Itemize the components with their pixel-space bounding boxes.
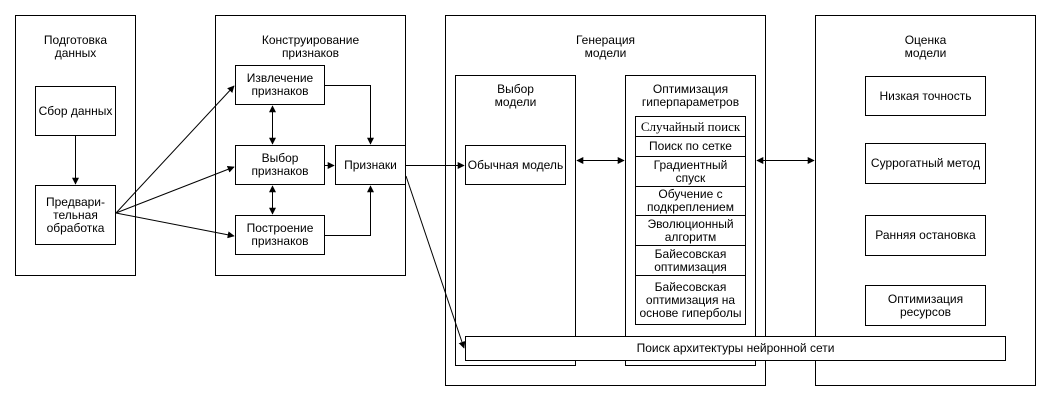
feature-construction-node: Построение признаков	[235, 215, 325, 255]
features-node: Признаки	[335, 145, 406, 185]
hpo-method-reinforcement-learning: Обучение с подкреплением	[635, 186, 746, 216]
eval-surrogate-method-node: Суррогатный метод	[865, 143, 986, 184]
feature-engineering-title: Конструирование признаков	[261, 33, 360, 60]
eval-early-stopping-node: Ранняя остановка	[865, 215, 986, 256]
hpo-method-grid-search: Поиск по сетке	[635, 136, 746, 157]
hpo-title: Оптимизация гиперпараметров	[641, 82, 740, 109]
nas-bar: Поиск архитектуры нейронной сети	[465, 336, 1006, 361]
eval-low-fidelity-node: Низкая точность	[865, 76, 986, 116]
group-model-evaluation	[815, 15, 1036, 386]
feature-extraction-node: Извлечение признаков	[235, 65, 325, 105]
model-evaluation-title: Оценка модели	[904, 33, 947, 60]
data-preparation-title: Подготовка данных	[43, 33, 108, 60]
feature-selection-node: Выбор признаков	[235, 145, 325, 185]
model-selection-title: Выбор модели	[494, 82, 537, 109]
data-collection-node: Сбор данных	[35, 86, 116, 136]
hpo-method-random-search: Случайный поиск	[635, 116, 746, 137]
ordinary-model-node: Обычная модель	[465, 145, 566, 185]
eval-resource-optimization-node: Оптимизация ресурсов	[865, 285, 986, 326]
hpo-method-hyperband-bayesian: Байесовская оптимизация на основе гиперб…	[635, 275, 746, 325]
preprocessing-node: Предвари- тельная обработка	[35, 185, 116, 245]
hpo-method-bayesian-optimization: Байесовская оптимизация	[635, 245, 746, 276]
hpo-method-gradient-descent: Градиентный спуск	[635, 156, 746, 187]
model-selection-column	[455, 75, 576, 366]
hpo-method-evolutionary-algorithm: Эволюционный алгоритм	[635, 215, 746, 246]
model-generation-title: Генерация модели	[575, 33, 636, 60]
